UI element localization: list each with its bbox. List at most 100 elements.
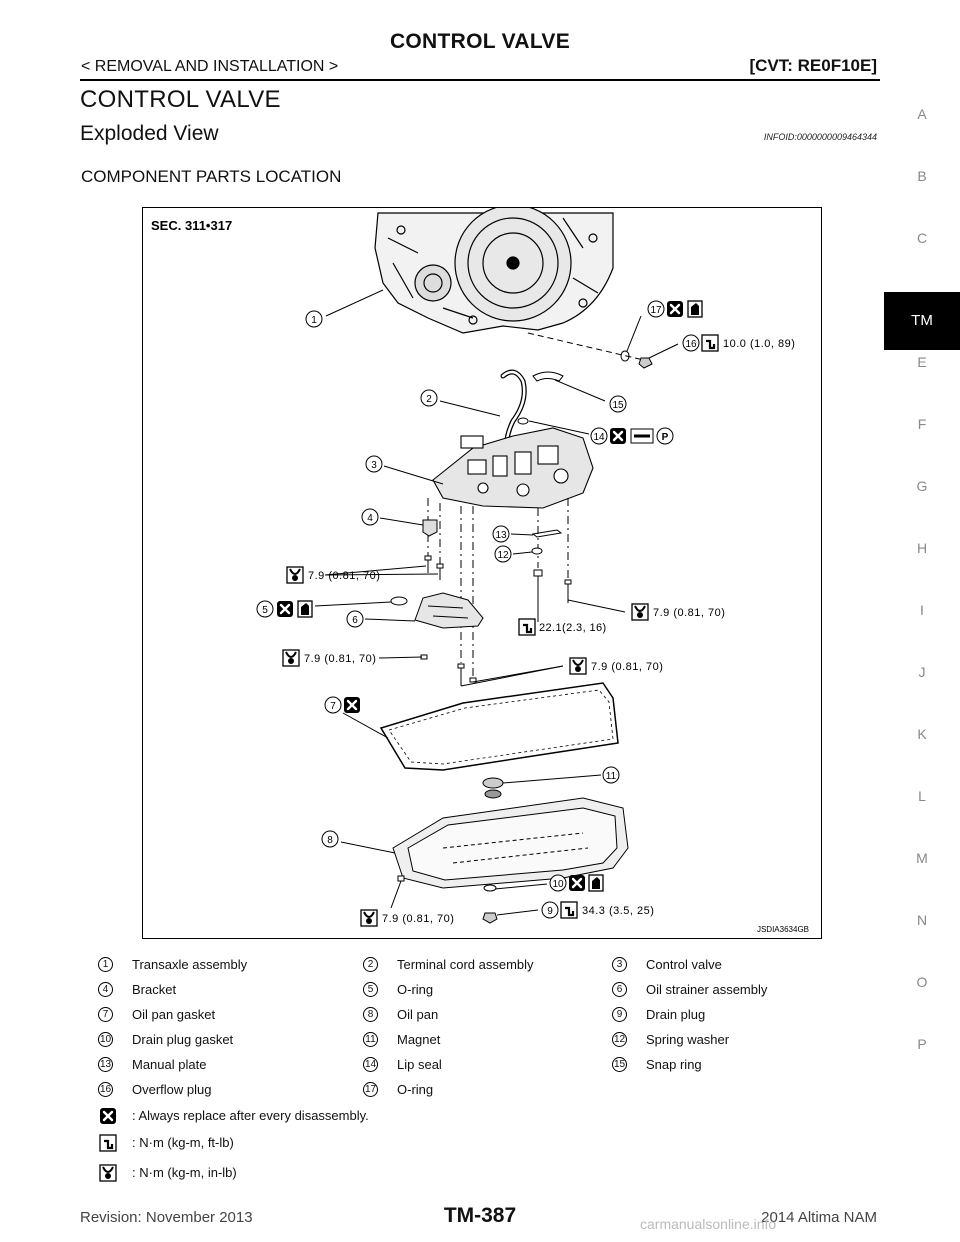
svg-text:7.9 (0.81, 70): 7.9 (0.81, 70) — [653, 607, 725, 619]
oil-pan-gasket-drawing — [379, 682, 619, 771]
o-ring-5-drawing — [390, 596, 408, 606]
side-index-g[interactable]: G — [916, 478, 928, 494]
exploded-view-figure: SEC. 311•317 1 17 — [142, 204, 822, 939]
subsection-title: Exploded View — [80, 122, 219, 145]
side-index-m[interactable]: M — [916, 850, 928, 866]
callout-9: 9 34.3 (3.5, 25) — [541, 900, 654, 920]
side-index-b[interactable]: B — [917, 168, 927, 184]
info-id: INFOID:0000000009464344 — [763, 132, 877, 142]
side-index-a[interactable]: A — [917, 106, 927, 122]
footer-model: 2014 Altima NAM — [761, 1209, 877, 1226]
drain-plug-drawing — [482, 912, 498, 924]
svg-text:3: 3 — [371, 460, 377, 471]
svg-text:17: 17 — [650, 305, 662, 316]
svg-text:14: 14 — [593, 432, 605, 443]
svg-text:8: 8 — [327, 835, 333, 846]
legend-label: Magnet — [397, 1032, 441, 1047]
svg-text:7.9 (0.81, 70): 7.9 (0.81, 70) — [308, 570, 380, 582]
side-index-f[interactable]: F — [917, 416, 927, 432]
svg-text:5: 5 — [262, 605, 268, 616]
torque-label-c: 7.9 (0.81, 70) — [631, 603, 725, 621]
side-index-e[interactable]: E — [917, 354, 927, 370]
legend-label: Lip seal — [397, 1057, 442, 1072]
bracket-drawing — [422, 519, 438, 537]
side-index-j[interactable]: J — [918, 664, 926, 680]
callout-11: 11 — [602, 766, 620, 784]
symbol-inlb-text: : N·m (kg-m, in-lb) — [132, 1165, 237, 1180]
side-index-tm[interactable]: TM — [884, 292, 960, 350]
svg-text:7.9 (0.81, 70): 7.9 (0.81, 70) — [382, 913, 454, 925]
legend-number: 3 — [612, 957, 627, 972]
side-index: A B C TM E F G H I J K L M N O P — [884, 104, 960, 1096]
callout-14: 14 P — [590, 426, 674, 446]
snap-ring-drawing — [532, 371, 564, 382]
torque-label-b: 22.1(2.3, 16) — [517, 617, 606, 637]
torque-value-16: 10.0 (1.0, 89) — [723, 338, 795, 350]
o-ring-17-drawing — [620, 350, 630, 362]
legend-label: O-ring — [397, 982, 434, 997]
legend-number: 12 — [612, 1032, 627, 1047]
svg-text:7: 7 — [330, 701, 336, 712]
side-index-k[interactable]: K — [917, 726, 927, 742]
svg-text:7.9 (0.81, 70): 7.9 (0.81, 70) — [591, 661, 663, 673]
svg-text:1: 1 — [311, 315, 317, 326]
spring-washer-drawing — [531, 547, 543, 555]
legend-number: 13 — [98, 1057, 113, 1072]
oil-strainer-drawing — [414, 592, 484, 629]
legend-number: 7 — [98, 1007, 113, 1022]
callout-17: 17 — [647, 299, 703, 319]
watermark: carmanualsonline.info — [640, 1216, 777, 1232]
torque-label-a: 7.9 (0.81, 70) — [286, 566, 380, 584]
symbol-ftlb-text: : N·m (kg-m, ft-lb) — [132, 1135, 234, 1150]
side-index-p[interactable]: P — [917, 1036, 927, 1052]
callout-3: 3 — [365, 455, 383, 473]
legend-label: Bracket — [132, 982, 177, 997]
symbol-replace-text: : Always replace after every disassembly… — [132, 1108, 369, 1123]
svg-text:11: 11 — [606, 771, 617, 782]
callout-16: 16 10.0 (1.0, 89) — [682, 333, 795, 353]
svg-text:15: 15 — [612, 400, 624, 411]
transaxle-assembly-drawing — [374, 204, 614, 334]
legend-label: Overflow plug — [132, 1082, 212, 1097]
legend-number: 16 — [98, 1082, 113, 1097]
svg-text:6: 6 — [352, 615, 358, 626]
legend-number: 6 — [612, 982, 627, 997]
legend-label: Terminal cord assembly — [397, 957, 534, 972]
legend-number: 1 — [98, 957, 113, 972]
legend-label: Oil pan — [397, 1007, 439, 1022]
manual-plate-drawing — [531, 529, 563, 538]
svg-text:13: 13 — [495, 530, 507, 541]
legend-label: Manual plate — [132, 1057, 207, 1072]
svg-text:9: 9 — [547, 906, 553, 917]
callout-10: 10 — [549, 873, 604, 893]
footer-revision: Revision: November 2013 — [80, 1209, 253, 1226]
side-index-i[interactable]: I — [920, 602, 924, 618]
side-index-h[interactable]: H — [916, 540, 928, 556]
side-index-o[interactable]: O — [916, 974, 928, 990]
legend-number: 9 — [612, 1007, 627, 1022]
side-index-n[interactable]: N — [916, 912, 928, 928]
torque-value-9: 34.3 (3.5, 25) — [582, 905, 654, 917]
magnet-drawing — [482, 777, 504, 789]
callout-5: 5 — [256, 599, 313, 619]
svg-text:10: 10 — [552, 879, 564, 890]
callout-12: 12 — [494, 545, 512, 563]
legend-label: Spring washer — [646, 1032, 730, 1047]
side-index-c[interactable]: C — [916, 230, 928, 246]
callout-6: 6 — [346, 610, 364, 628]
svg-text:4: 4 — [367, 513, 373, 524]
callout-7: 7 — [324, 695, 362, 715]
svg-text:12: 12 — [497, 550, 509, 561]
component-title: COMPONENT PARTS LOCATION — [81, 167, 342, 186]
control-valve-drawing — [432, 427, 594, 509]
legend-number: 11 — [363, 1032, 378, 1047]
callout-13: 13 — [492, 525, 510, 543]
side-index-l[interactable]: L — [918, 788, 926, 804]
torque-ftlb-icon — [99, 1134, 117, 1152]
legend-label: Oil strainer assembly — [646, 982, 768, 997]
callout-2: 2 — [420, 389, 438, 407]
legend-label: Drain plug — [646, 1007, 706, 1022]
